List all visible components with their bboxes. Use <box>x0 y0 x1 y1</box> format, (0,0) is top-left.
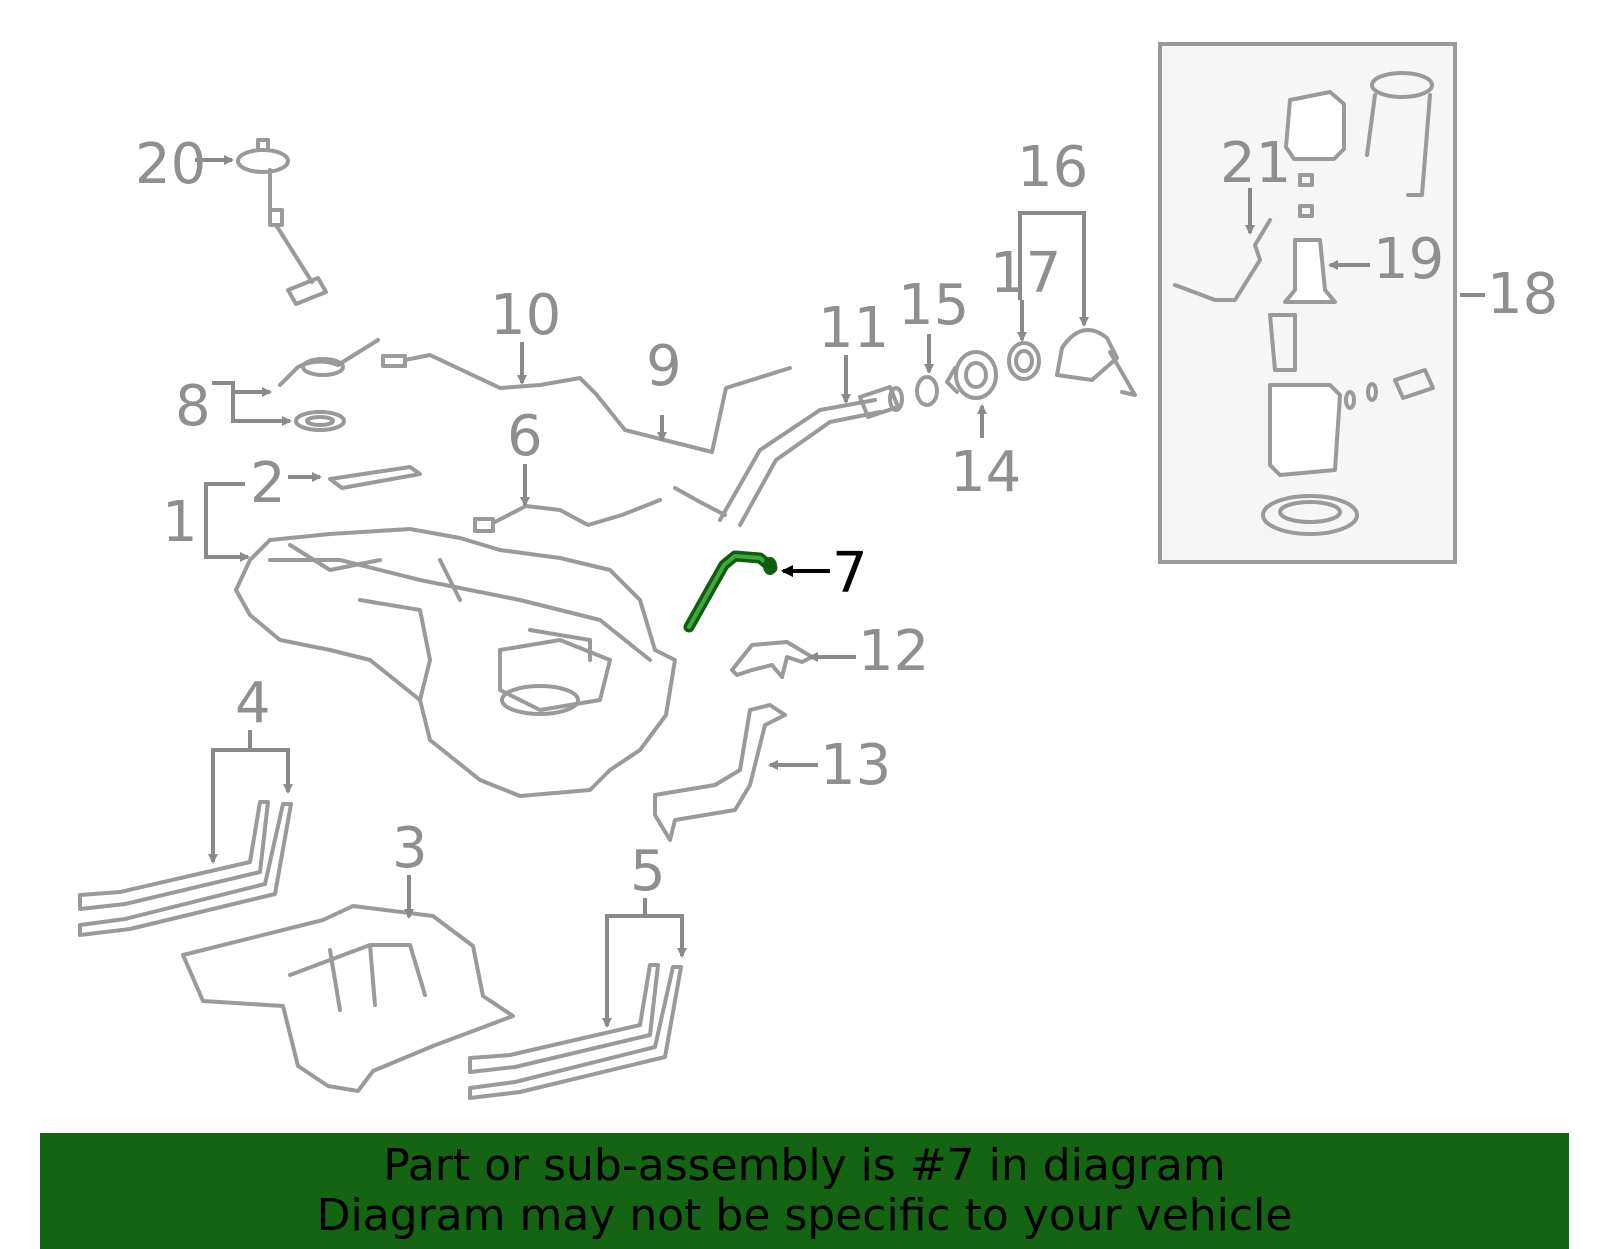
leader-lines <box>195 155 1485 1028</box>
callout-5: 5 <box>630 839 666 904</box>
callout-13: 13 <box>820 733 891 798</box>
callout-20: 20 <box>135 132 206 197</box>
callout-9: 9 <box>646 334 682 399</box>
callout-11: 11 <box>818 296 889 361</box>
part-9-vent-tube[interactable] <box>594 366 792 454</box>
part-18-fuel-pump-module[interactable] <box>1158 42 1457 564</box>
part-5-tank-straps[interactable] <box>468 963 683 1100</box>
part-2-insulator-pad[interactable] <box>328 465 422 490</box>
callout-15: 15 <box>898 273 969 338</box>
part-8-gasket-set[interactable] <box>278 338 380 432</box>
part-15-o-ring[interactable] <box>915 375 939 407</box>
callout-18: 18 <box>1487 262 1558 327</box>
part-6-vent-hose[interactable] <box>473 498 662 533</box>
part-3-heat-shield[interactable] <box>181 904 515 1093</box>
banner-line-1: Part or sub-assembly is #7 in diagram <box>383 1140 1226 1191</box>
callout-16: 16 <box>1017 135 1088 200</box>
callout-17: 17 <box>990 241 1061 306</box>
part-1-fuel-tank[interactable] <box>234 527 677 798</box>
part-4-tank-straps[interactable] <box>78 800 293 937</box>
callout-2: 2 <box>250 451 286 516</box>
callout-1: 1 <box>162 490 198 555</box>
callout-10: 10 <box>490 283 561 348</box>
banner-line-2: Diagram may not be specific to your vehi… <box>316 1190 1293 1241</box>
part-13-bracket[interactable] <box>653 703 787 842</box>
part-11-filler-pipe[interactable] <box>673 385 904 527</box>
part-14-filler-cap[interactable] <box>945 350 998 400</box>
callout-14: 14 <box>950 440 1021 505</box>
callout-8: 8 <box>175 374 211 439</box>
part-10-vent-tube[interactable] <box>381 353 598 396</box>
part-12-bracket[interactable] <box>730 640 814 679</box>
part-7-fuel-hose-highlighted[interactable] <box>683 550 778 633</box>
callout-labels: 20 8 2 1 10 9 11 15 17 16 14 6 7 12 13 4… <box>135 131 1558 904</box>
callout-6: 6 <box>507 404 543 469</box>
callout-3: 3 <box>392 816 428 881</box>
info-banner: Part or sub-assembly is #7 in diagram Di… <box>40 1133 1569 1249</box>
part-16-fuel-cap[interactable] <box>1055 328 1137 397</box>
callout-19: 19 <box>1373 227 1444 292</box>
callout-12: 12 <box>858 619 929 684</box>
part-17-seal[interactable] <box>1007 341 1041 381</box>
callout-4: 4 <box>235 671 271 736</box>
callout-21: 21 <box>1220 131 1291 196</box>
part-20-fuel-sender[interactable] <box>236 138 328 306</box>
callout-7: 7 <box>832 541 868 606</box>
